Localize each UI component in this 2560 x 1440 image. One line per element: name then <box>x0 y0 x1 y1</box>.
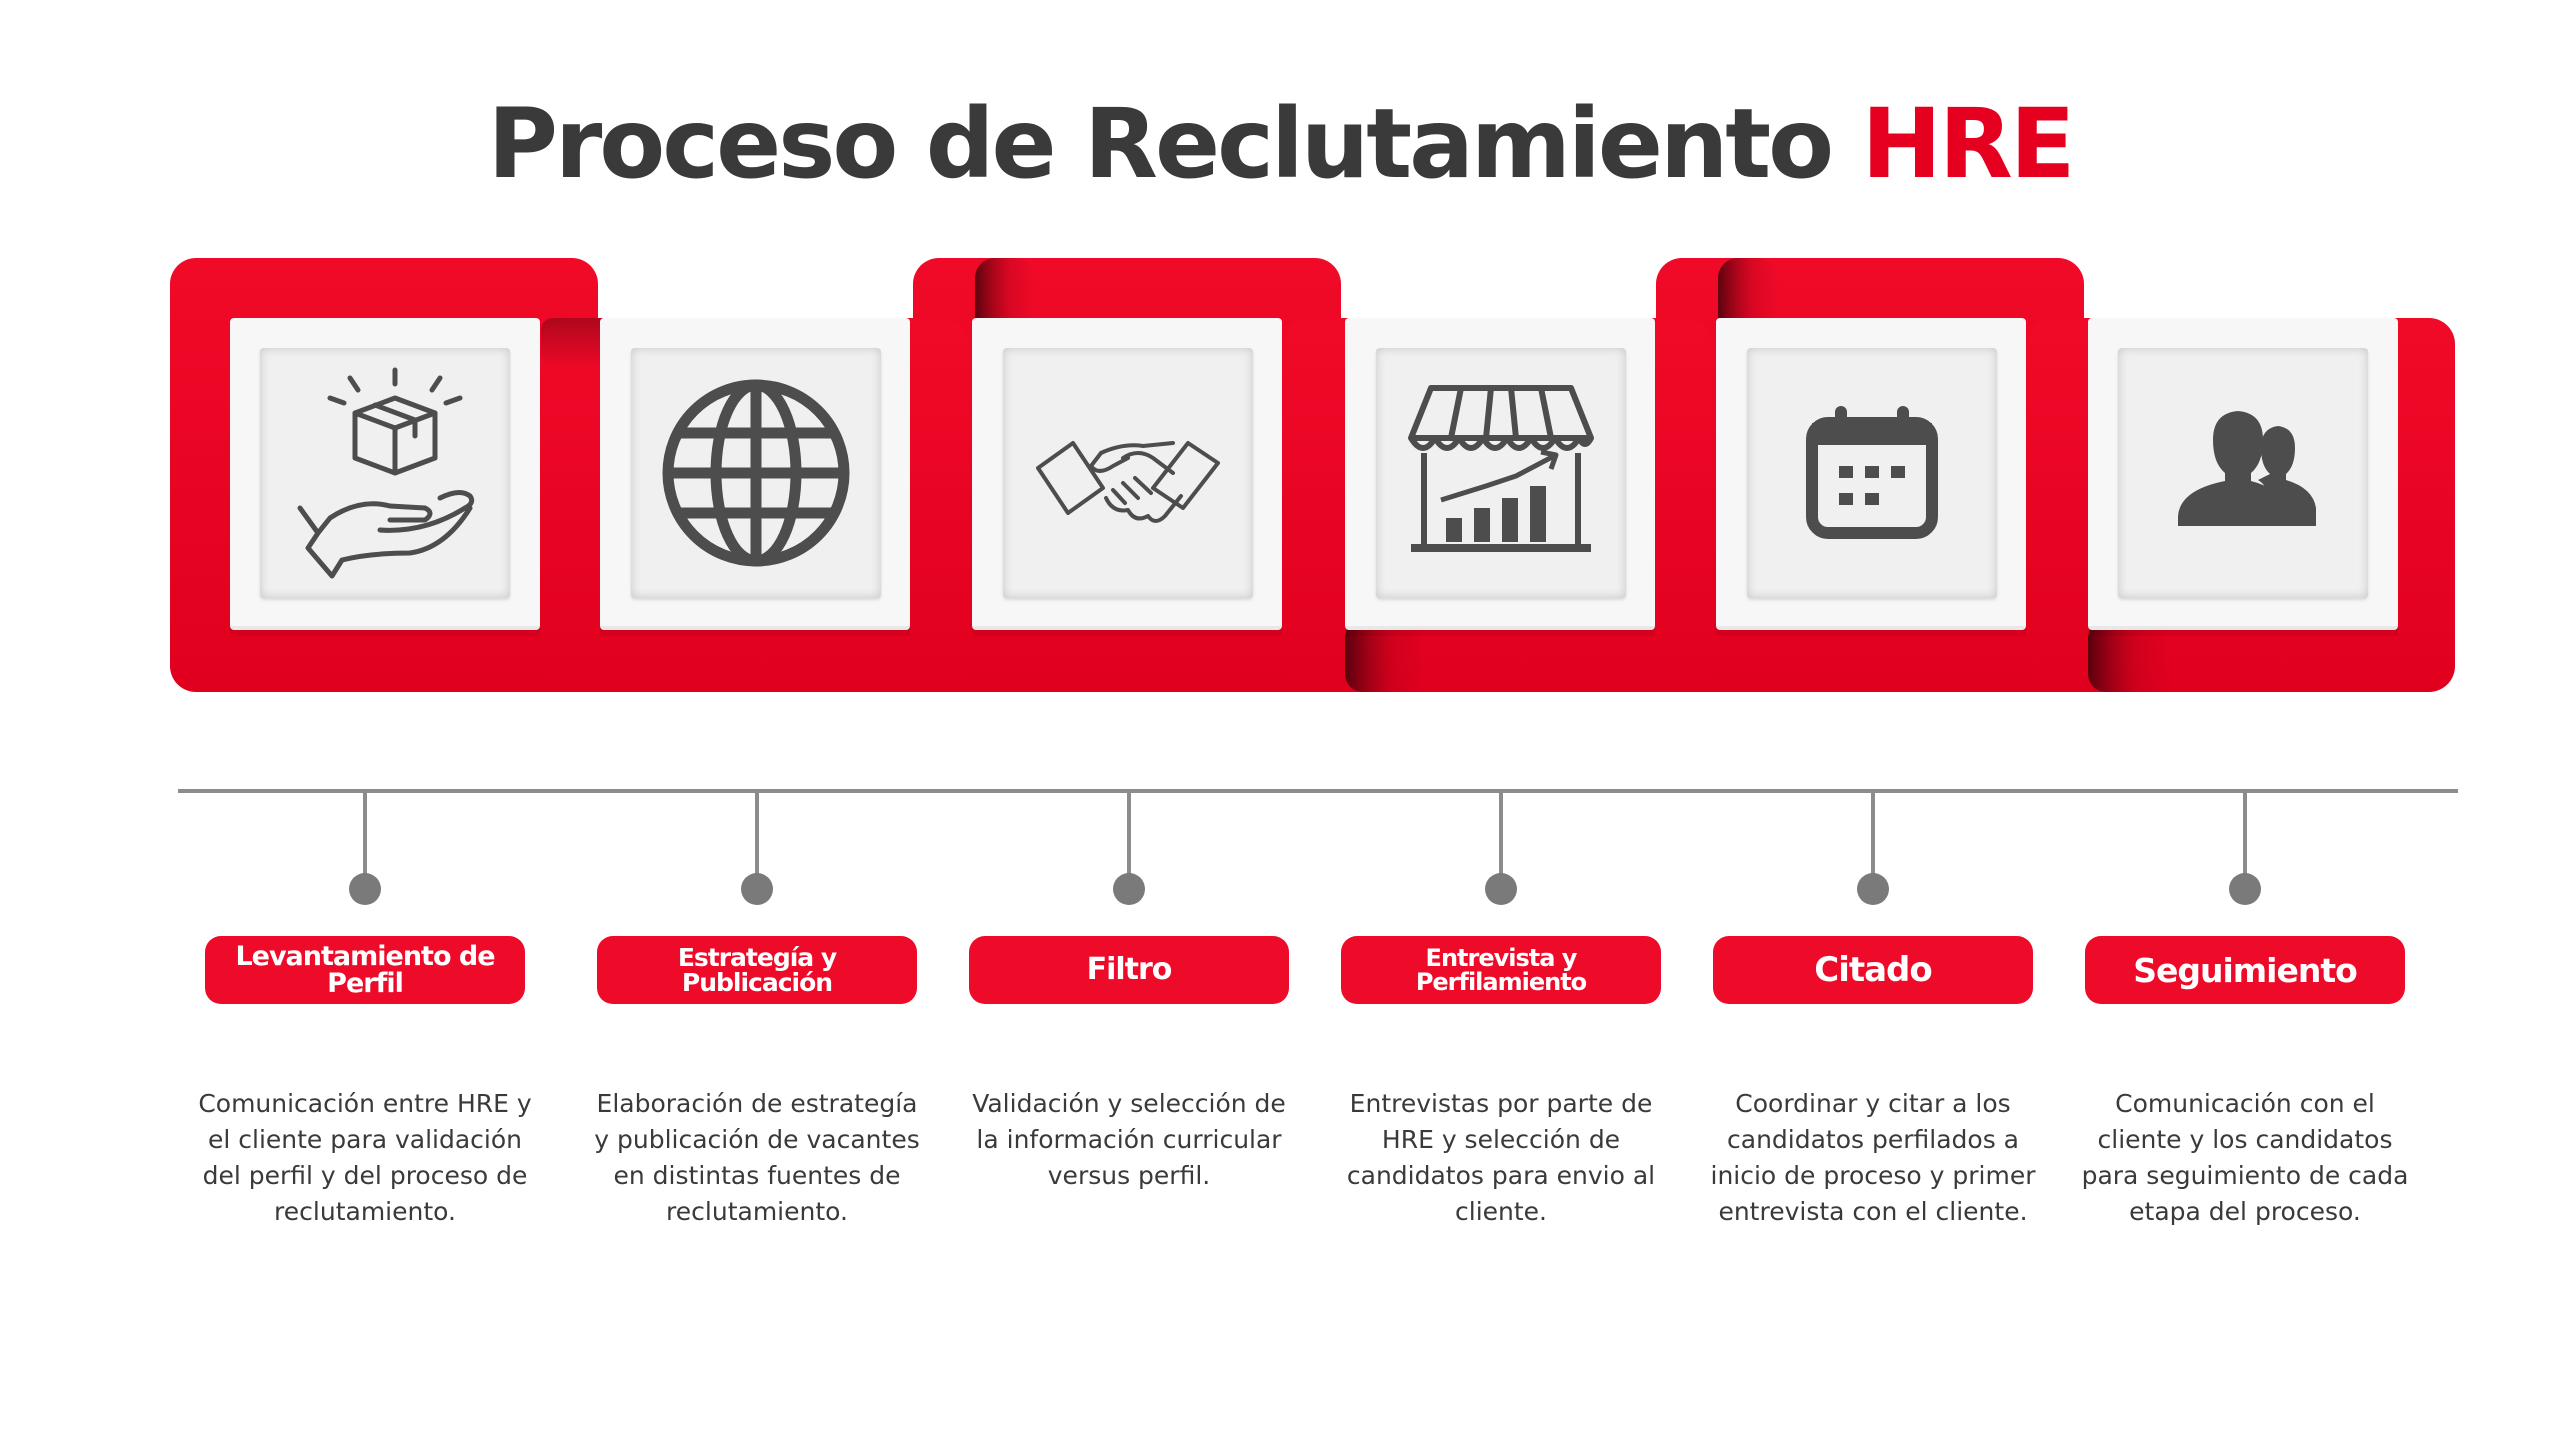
store-growth-icon <box>1408 385 1594 552</box>
timeline-dot <box>1113 873 1145 905</box>
step-1-icon-box <box>260 348 510 598</box>
calendar-icon <box>1806 406 1938 539</box>
timeline-connector <box>363 793 367 883</box>
hand-box-icon <box>297 367 475 579</box>
timeline-connector <box>1127 793 1131 883</box>
step-6-icon-box <box>2118 348 2368 598</box>
title-main: Proceso de Reclutamiento <box>487 88 1835 200</box>
step-3-label: Filtro <box>969 936 1289 1004</box>
step-3-icon-box <box>1003 348 1253 598</box>
step-3-description: Validación y selección de la información… <box>972 1089 1286 1190</box>
step-4-icon-box <box>1376 348 1626 598</box>
step-2-description: Elaboración de estrategía y publicación … <box>594 1089 920 1226</box>
timeline-connector <box>1499 793 1503 883</box>
step-2-icon-box <box>631 348 881 598</box>
step-4-description: Entrevistas por parte de HRE y selección… <box>1346 1089 1656 1226</box>
timeline-connector <box>1871 793 1875 883</box>
step-6-description: Comunicación con el cliente y los candid… <box>2081 1089 2409 1226</box>
step-5-icon-box <box>1747 348 1997 598</box>
handshake-icon <box>1036 441 1220 523</box>
timeline-line <box>178 789 2458 793</box>
users-icon <box>2178 411 2316 526</box>
step-5-description: Coordinar y citar a los candidatos perfi… <box>1710 1089 2036 1226</box>
page-title: Proceso de Reclutamiento HRE <box>0 88 2560 200</box>
timeline-dot <box>349 873 381 905</box>
globe-icon <box>662 379 850 567</box>
step-2-label: Estrategía y Publicación <box>597 936 917 1004</box>
step-6-label: Seguimiento <box>2085 936 2405 1004</box>
timeline-dot <box>1485 873 1517 905</box>
step-5-label: Citado <box>1713 936 2033 1004</box>
timeline-connector <box>2243 793 2247 883</box>
title-accent: HRE <box>1861 88 2076 200</box>
step-1-label: Levantamiento de Perfil <box>205 936 525 1004</box>
timeline-dot <box>741 873 773 905</box>
timeline-dot <box>2229 873 2261 905</box>
timeline-dot <box>1857 873 1889 905</box>
step-1-description: Comunicación entre HRE y el cliente para… <box>198 1089 532 1226</box>
step-4-label: Entrevista y Perfilamiento <box>1341 936 1661 1004</box>
timeline-connector <box>755 793 759 883</box>
